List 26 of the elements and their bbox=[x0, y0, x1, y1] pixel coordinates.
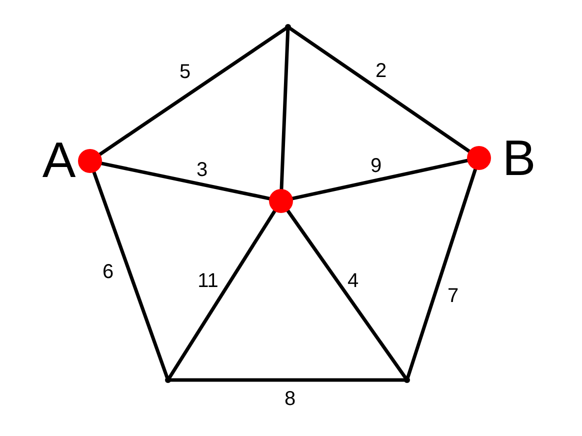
corner-point bbox=[165, 377, 171, 383]
graph-edge bbox=[280, 28, 290, 191]
edge-weight-label: 9 bbox=[370, 156, 382, 176]
graph-edge bbox=[286, 209, 408, 380]
corner-point bbox=[285, 24, 291, 30]
edge-weight-label: 11 bbox=[198, 271, 218, 291]
edge-weight-label: 8 bbox=[284, 389, 296, 409]
graph-edge bbox=[100, 162, 271, 200]
graph-edge bbox=[168, 209, 276, 380]
graph-edge bbox=[92, 170, 169, 379]
edge-weight-label: 2 bbox=[375, 61, 387, 81]
edge-weight-label: 7 bbox=[447, 286, 459, 306]
vertex-dot bbox=[269, 189, 293, 213]
vertex-dot bbox=[467, 146, 491, 170]
graph-edge bbox=[169, 378, 406, 382]
vertex-dot bbox=[78, 149, 102, 173]
edge-weight-label: 3 bbox=[196, 160, 208, 180]
graph-edge bbox=[98, 26, 288, 156]
graph-edge bbox=[290, 158, 470, 200]
graph-edge bbox=[406, 168, 478, 379]
vertex-label: B bbox=[502, 133, 536, 183]
edge-weight-label: 4 bbox=[347, 271, 359, 291]
edge-weight-label: 6 bbox=[102, 262, 114, 282]
graph-edge bbox=[288, 26, 471, 153]
vertex-label: A bbox=[42, 135, 76, 185]
edge-weight-label: 5 bbox=[179, 62, 191, 82]
